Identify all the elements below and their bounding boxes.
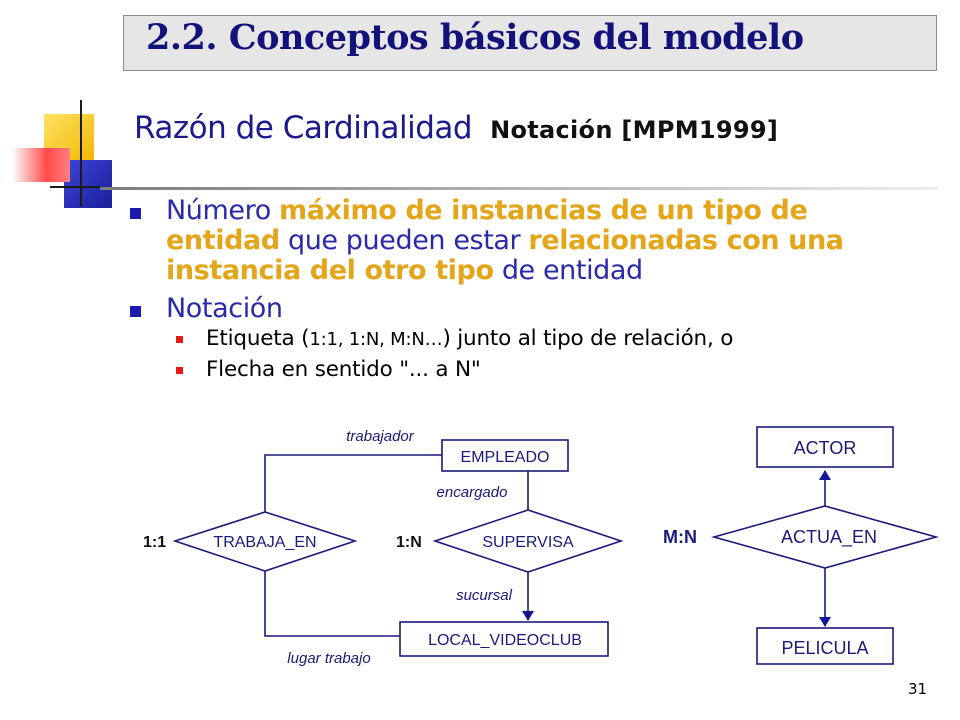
subbullet1-c: ) junto al tipo de relación, o xyxy=(442,326,734,351)
red-square-icon xyxy=(12,148,70,182)
page-title: 2.2. Conceptos básicos del modelo xyxy=(146,17,804,58)
role-encargado: encargado xyxy=(437,484,508,501)
subbullet-label: Etiqueta (1:1, 1:N, M:N…) junto al tipo … xyxy=(168,324,928,355)
bullet1-part5: de entidad xyxy=(493,255,643,286)
line-trabajador xyxy=(264,454,442,512)
subtitle-main: Razón de Cardinalidad xyxy=(134,110,473,146)
cardinality-m-n: M:N xyxy=(663,527,697,547)
role-lugar-trabajo: lugar trabajo xyxy=(287,650,370,667)
entity-empleado xyxy=(441,439,569,472)
label-local-videoclub: LOCAL_VIDEOCLUB xyxy=(428,632,582,649)
bullet-list: Número máximo de instancias de un tipo d… xyxy=(128,196,928,385)
bullet1-highlight1: máximo de instancias de un tipo de entid… xyxy=(166,195,808,256)
page-number: 31 xyxy=(908,680,928,698)
relationship-trabaja-en xyxy=(172,511,358,572)
label-supervisa: SUPERVISA xyxy=(482,534,574,551)
bullet-notation: Notación xyxy=(128,294,928,324)
bullet1-part1: Número xyxy=(166,195,280,226)
label-empleado: EMPLEADO xyxy=(461,449,550,466)
entity-pelicula xyxy=(756,627,894,665)
label-actor: ACTOR xyxy=(794,438,857,458)
section-subtitle: Razón de Cardinalidad Notación [MPM1999] xyxy=(134,110,778,146)
label-pelicula: PELICULA xyxy=(781,638,868,658)
entity-actor xyxy=(756,426,894,468)
label-trabaja-en: TRABAJA_EN xyxy=(213,534,316,551)
subbullet1-b: 1:1, 1:N, M:N… xyxy=(309,329,443,350)
subtitle-notation: Notación [MPM1999] xyxy=(490,116,779,144)
line-lugar-trabajo xyxy=(264,571,400,637)
role-trabajador: trabajador xyxy=(346,428,415,445)
cardinality-1-1: 1:1 xyxy=(143,534,166,551)
bullet1-part3: que pueden estar xyxy=(279,225,529,256)
bullet1-highlight2: relacionadas con una instancia del otro … xyxy=(166,225,844,286)
subbullet-arrow: Flecha en sentido "... a N" xyxy=(168,355,928,385)
entity-local-videoclub xyxy=(399,621,609,657)
role-sucursal: sucursal xyxy=(456,587,513,604)
horizontal-rule xyxy=(50,186,100,188)
bullet2-label: Notación xyxy=(166,293,283,324)
subtitle-divider xyxy=(100,187,938,190)
title-banner xyxy=(123,15,937,71)
relationship-supervisa xyxy=(432,509,624,573)
subbullet1-a: Etiqueta ( xyxy=(206,326,310,351)
subbullet2-text: Flecha en sentido "... a N" xyxy=(206,357,481,382)
blue-square-icon xyxy=(64,160,112,208)
relationship-actua-en xyxy=(711,505,939,569)
vertical-rule xyxy=(80,100,82,206)
label-actua-en: ACTUA_EN xyxy=(781,527,877,548)
cardinality-1-n: 1:N xyxy=(396,534,422,551)
bullet-definition: Número máximo de instancias de un tipo d… xyxy=(128,196,928,286)
